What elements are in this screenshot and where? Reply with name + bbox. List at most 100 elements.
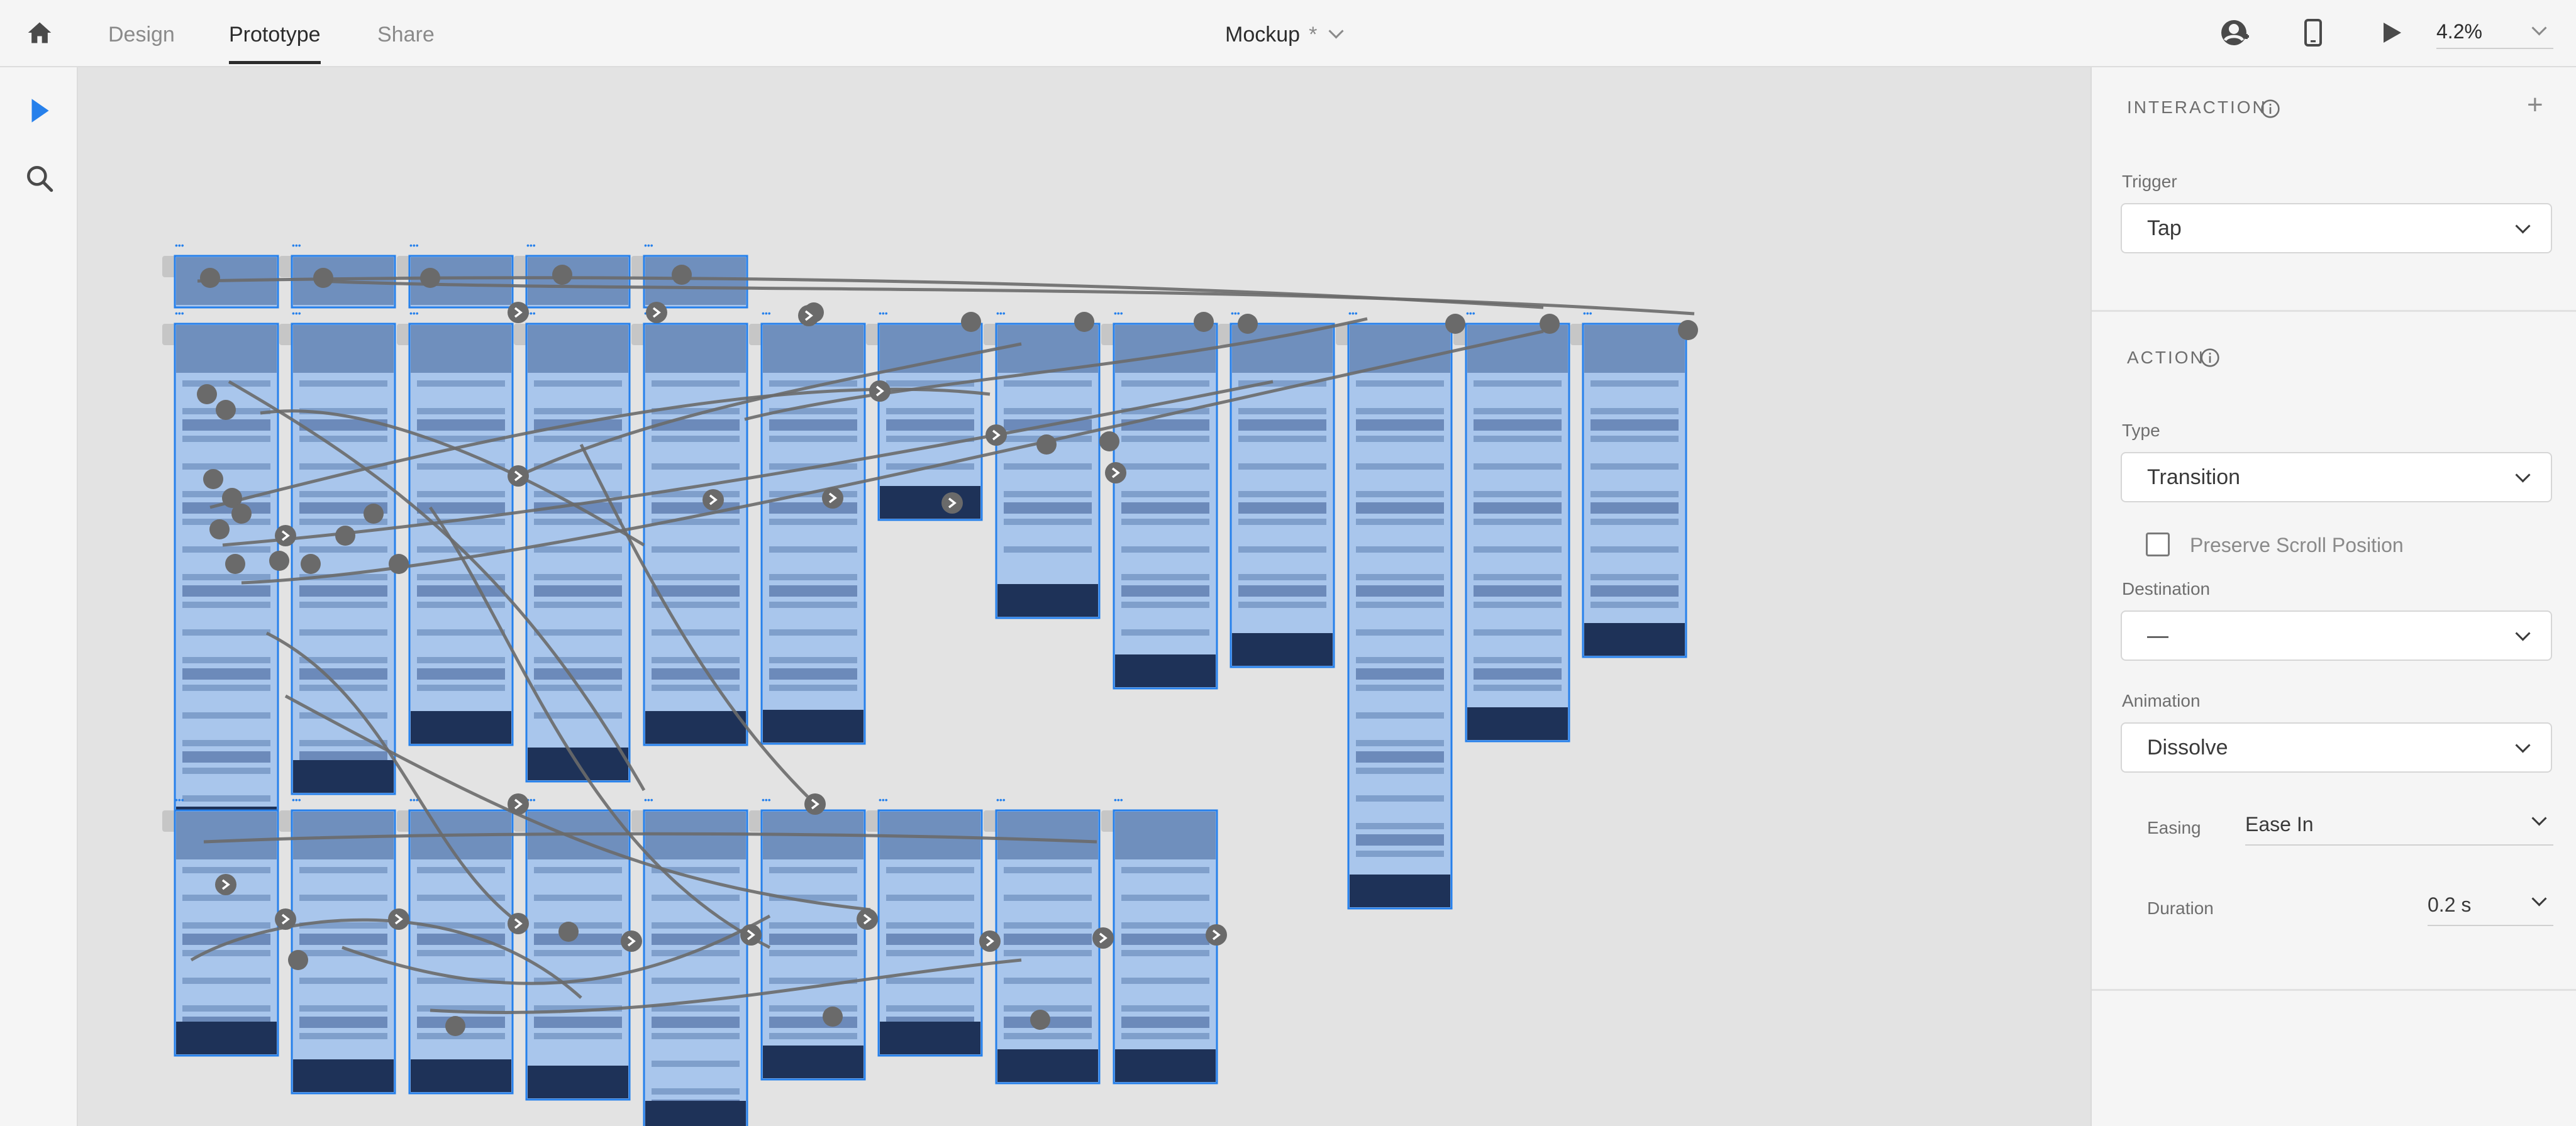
artboard-text-line[interactable]: [1238, 519, 1326, 525]
artboard-text-line[interactable]: [1356, 657, 1444, 663]
artboard-text-line[interactable]: [299, 740, 387, 746]
artboard-footer[interactable]: [1115, 1049, 1216, 1082]
artboard-footer[interactable]: [411, 1059, 511, 1092]
artboard-text-line[interactable]: [534, 629, 622, 636]
artboard-text-line[interactable]: [299, 685, 387, 691]
artboard-text-line[interactable]: [534, 895, 622, 901]
artboard-text-line[interactable]: [1121, 978, 1209, 984]
artboard-text-line[interactable]: [1004, 978, 1092, 984]
artboard-text-line[interactable]: [534, 408, 622, 414]
artboard-text-line[interactable]: [769, 1033, 857, 1039]
artboard-text-line[interactable]: [1356, 712, 1444, 719]
artboard-text-line[interactable]: [1004, 1033, 1092, 1039]
artboard-text-line[interactable]: [886, 950, 974, 956]
artboard-text-line[interactable]: [1121, 546, 1209, 553]
artboard-image-strip[interactable]: [1474, 502, 1562, 514]
artboard-footer[interactable]: [645, 711, 746, 744]
artboard-text-line[interactable]: [182, 712, 270, 719]
preserve-scroll-checkbox[interactable]: [2146, 533, 2170, 556]
artboard-19[interactable]: •••: [162, 795, 279, 1057]
artboard-text-line[interactable]: [1121, 519, 1209, 525]
artboard-text-line[interactable]: [1121, 629, 1209, 636]
artboard-text-line[interactable]: [182, 867, 270, 873]
animation-dropdown[interactable]: Dissolve: [2121, 722, 2552, 773]
artboard-text-line[interactable]: [182, 629, 270, 636]
artboard-18[interactable]: •••: [1570, 308, 1687, 658]
artboard-text-line[interactable]: [1356, 740, 1444, 746]
artboard-15[interactable]: •••: [1218, 308, 1335, 668]
artboard-image-strip[interactable]: [417, 585, 505, 597]
artboard-text-line[interactable]: [1004, 895, 1092, 901]
artboard-text-line[interactable]: [299, 436, 387, 442]
artboard-dots[interactable]: •••: [762, 795, 771, 805]
artboard-text-line[interactable]: [417, 922, 505, 929]
artboard-text-line[interactable]: [1004, 380, 1092, 387]
artboard-text-line[interactable]: [299, 602, 387, 608]
artboard-text-line[interactable]: [299, 463, 387, 470]
artboard-image-strip[interactable]: [1591, 585, 1679, 597]
artboard-text-line[interactable]: [299, 950, 387, 956]
artboard-footer[interactable]: [411, 711, 511, 744]
artboard-text-line[interactable]: [1238, 463, 1326, 470]
artboard-text-line[interactable]: [769, 685, 857, 691]
artboard-25[interactable]: •••: [866, 795, 983, 1057]
artboard-image-strip[interactable]: [534, 934, 622, 945]
artboard-footer[interactable]: [880, 486, 980, 519]
artboard-text-line[interactable]: [417, 436, 505, 442]
artboard-hero-image[interactable]: [293, 325, 394, 373]
artboard-text-line[interactable]: [652, 602, 740, 608]
artboard-frame[interactable]: [643, 809, 748, 1126]
tab-share[interactable]: Share: [377, 23, 435, 47]
artboard-footer[interactable]: [1584, 623, 1685, 656]
artboard-text-line[interactable]: [769, 380, 857, 387]
artboard-text-line[interactable]: [652, 574, 740, 580]
artboard-image-strip[interactable]: [652, 419, 740, 431]
artboard-text-line[interactable]: [1121, 1033, 1209, 1039]
artboard-7[interactable]: •••: [279, 308, 396, 795]
tab-design[interactable]: Design: [108, 23, 175, 47]
artboard-dots[interactable]: •••: [762, 308, 771, 318]
artboard-text-line[interactable]: [769, 491, 857, 497]
artboard-dots[interactable]: •••: [1583, 308, 1592, 318]
artboard-text-line[interactable]: [1238, 436, 1326, 442]
artboard-text-line[interactable]: [1004, 922, 1092, 929]
artboard-1[interactable]: •••: [162, 240, 279, 309]
artboard-text-line[interactable]: [1121, 950, 1209, 956]
artboard-text-line[interactable]: [417, 408, 505, 414]
artboard-hero-image[interactable]: [880, 325, 980, 373]
artboard-text-line[interactable]: [1121, 895, 1209, 901]
artboard-text-line[interactable]: [652, 685, 740, 691]
artboard-12[interactable]: •••: [866, 308, 983, 521]
tab-prototype[interactable]: Prototype: [229, 19, 321, 64]
artboard-text-line[interactable]: [299, 380, 387, 387]
artboard-frame[interactable]: [643, 323, 748, 746]
artboard-text-line[interactable]: [534, 950, 622, 956]
artboard-text-line[interactable]: [652, 1088, 740, 1095]
artboard-text-line[interactable]: [652, 380, 740, 387]
artboard-hero-image[interactable]: [528, 325, 628, 373]
artboard-13[interactable]: •••: [984, 308, 1101, 619]
artboard-image-strip[interactable]: [652, 585, 740, 597]
artboard-image-strip[interactable]: [534, 585, 622, 597]
artboard-image-strip[interactable]: [417, 934, 505, 945]
artboard-footer[interactable]: [293, 760, 394, 793]
artboard-text-line[interactable]: [299, 922, 387, 929]
artboard-text-line[interactable]: [1238, 380, 1326, 387]
artboard-dots[interactable]: •••: [175, 795, 184, 805]
artboard-dots[interactable]: •••: [526, 240, 536, 250]
artboard-image-strip[interactable]: [182, 585, 270, 597]
artboard-text-line[interactable]: [1356, 851, 1444, 857]
artboard-image-strip[interactable]: [299, 1017, 387, 1028]
artboard-text-line[interactable]: [182, 922, 270, 929]
artboard-text-line[interactable]: [1238, 491, 1326, 497]
artboard-text-line[interactable]: [1238, 408, 1326, 414]
artboard-text-line[interactable]: [417, 463, 505, 470]
artboard-text-line[interactable]: [1356, 519, 1444, 525]
artboard-text-line[interactable]: [1474, 546, 1562, 553]
artboard-text-line[interactable]: [417, 1005, 505, 1012]
artboard-text-line[interactable]: [769, 602, 857, 608]
artboard-text-line[interactable]: [1004, 408, 1092, 414]
artboard-text-line[interactable]: [1474, 436, 1562, 442]
artboard-4[interactable]: •••: [514, 240, 631, 309]
info-icon[interactable]: [2260, 99, 2280, 119]
